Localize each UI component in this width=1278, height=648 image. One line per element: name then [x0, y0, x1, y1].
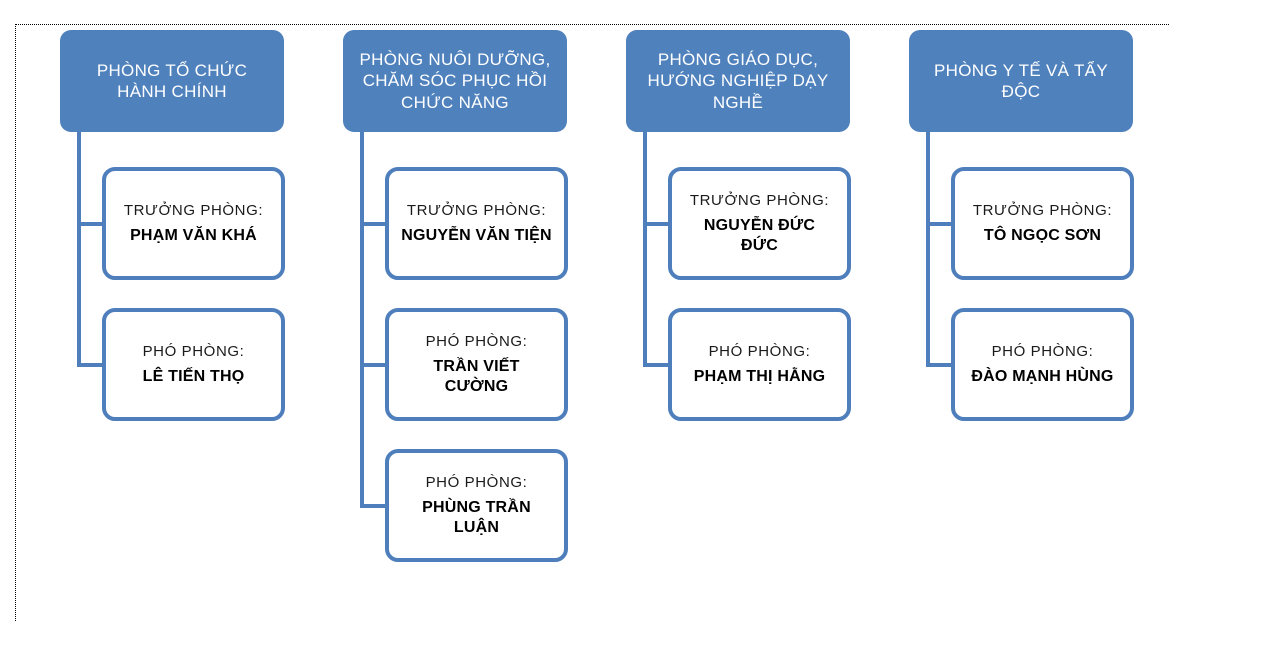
member-box[interactable]: TRƯỞNG PHÒNG: TÔ NGỌC SƠN — [951, 167, 1134, 280]
member-name: PHẠM THỊ HẰNG — [693, 368, 826, 386]
connector-line — [77, 128, 81, 367]
connector-line — [926, 128, 930, 367]
member-role: TRƯỞNG PHÒNG: — [689, 191, 830, 209]
member-name: TRẦN VIẾT CƯỜNG — [433, 358, 520, 396]
department-box[interactable]: PHÒNG NUÔI DƯỠNG, CHĂM SÓC PHỤC HỒI CHỨC… — [343, 30, 567, 132]
member-role: PHÓ PHÒNG: — [991, 342, 1094, 360]
member-role: PHÓ PHÒNG: — [425, 473, 528, 491]
connector-stub — [643, 362, 670, 367]
connector-stub — [926, 362, 953, 367]
department-label: PHÒNG GIÁO DỤC, HƯỚNG NGHIỆP DẠY NGHỀ — [647, 50, 829, 112]
org-chart-column: PHÒNG GIÁO DỤC, HƯỚNG NGHIỆP DẠY NGHỀ TR… — [626, 30, 851, 590]
connector-stub — [360, 221, 387, 226]
connector-stub — [360, 503, 387, 508]
org-chart-column: PHÒNG TỔ CHỨC HÀNH CHÍNH TRƯỞNG PHÒNG: P… — [60, 30, 285, 590]
member-box[interactable]: TRƯỞNG PHÒNG: NGUYỄN VĂN TIỆN — [385, 167, 568, 280]
member-role: PHÓ PHÒNG: — [708, 342, 811, 360]
member-role: TRƯỞNG PHÒNG: — [123, 201, 264, 219]
connector-stub — [77, 362, 104, 367]
connector-stub — [360, 362, 387, 367]
department-label: PHÒNG NUÔI DƯỠNG, CHĂM SÓC PHỤC HỒI CHỨC… — [359, 50, 551, 112]
member-box[interactable]: TRƯỞNG PHÒNG: NGUYỄN ĐỨC ĐỨC — [668, 167, 851, 280]
member-box[interactable]: TRƯỞNG PHÒNG: PHẠM VĂN KHÁ — [102, 167, 285, 280]
member-role: TRƯỞNG PHÒNG: — [972, 201, 1113, 219]
department-label: PHÒNG TỔ CHỨC HÀNH CHÍNH — [96, 60, 248, 101]
connector-line — [360, 128, 364, 508]
member-box[interactable]: PHÓ PHÒNG: PHÙNG TRẦN LUẬN — [385, 449, 568, 562]
department-box[interactable]: PHÒNG TỔ CHỨC HÀNH CHÍNH — [60, 30, 284, 132]
member-role: TRƯỞNG PHÒNG: — [406, 201, 547, 219]
member-role: PHÓ PHÒNG: — [425, 332, 528, 350]
org-chart-column: PHÒNG Y TẾ VÀ TẨY ĐỘC TRƯỞNG PHÒNG: TÔ N… — [909, 30, 1134, 590]
member-role: PHÓ PHÒNG: — [142, 342, 245, 360]
department-box[interactable]: PHÒNG GIÁO DỤC, HƯỚNG NGHIỆP DẠY NGHỀ — [626, 30, 850, 132]
org-chart-column: PHÒNG NUÔI DƯỠNG, CHĂM SÓC PHỤC HỒI CHỨC… — [343, 30, 568, 590]
member-box[interactable]: PHÓ PHÒNG: TRẦN VIẾT CƯỜNG — [385, 308, 568, 421]
connector-stub — [643, 221, 670, 226]
member-box[interactable]: PHÓ PHÒNG: PHẠM THỊ HẰNG — [668, 308, 851, 421]
connector-line — [643, 128, 647, 367]
member-name: PHẠM VĂN KHÁ — [130, 227, 257, 245]
member-name: LÊ TIẾN THỌ — [142, 368, 245, 386]
department-box[interactable]: PHÒNG Y TẾ VÀ TẨY ĐỘC — [909, 30, 1133, 132]
member-name: TÔ NGỌC SƠN — [983, 227, 1102, 245]
member-name: PHÙNG TRẦN LUẬN — [422, 499, 531, 537]
member-name: NGUYỄN ĐỨC ĐỨC — [703, 217, 816, 255]
member-name: ĐÀO MẠNH HÙNG — [971, 368, 1114, 386]
member-box[interactable]: PHÓ PHÒNG: ĐÀO MẠNH HÙNG — [951, 308, 1134, 421]
connector-stub — [77, 221, 104, 226]
member-box[interactable]: PHÓ PHÒNG: LÊ TIẾN THỌ — [102, 308, 285, 421]
department-label: PHÒNG Y TẾ VÀ TẨY ĐỘC — [934, 60, 1108, 101]
connector-stub — [926, 221, 953, 226]
member-name: NGUYỄN VĂN TIỆN — [401, 227, 552, 245]
